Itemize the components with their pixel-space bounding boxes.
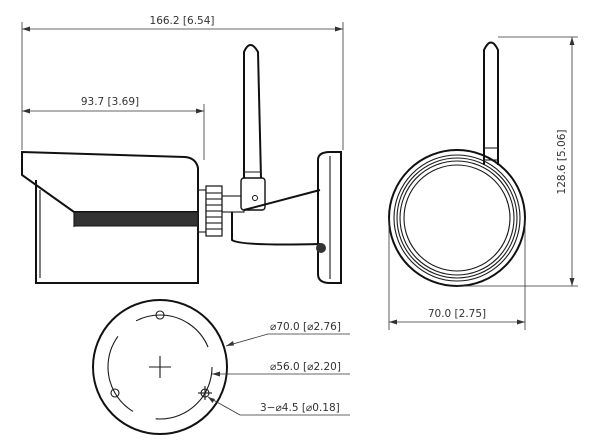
mount-hole	[110, 388, 120, 398]
hole-circle-diameter-callout: ⌀56.0 [⌀2.20]	[212, 361, 350, 377]
side-view: 166.2 [6.54] 93.7 [3.69]	[21, 15, 344, 284]
overall-length-label: 166.2 [6.54]	[150, 15, 215, 27]
bracket-arm	[231, 189, 321, 246]
front-view: 128.6 [5.06] 70.0 [2.75]	[388, 36, 578, 330]
mount-holes-callout: 3−⌀4.5 [⌀0.18]	[207, 396, 350, 416]
lens-ring	[403, 164, 511, 272]
housing-outer-ring	[388, 149, 526, 287]
height-dimension: 128.6 [5.06]	[457, 36, 578, 287]
threaded-connector	[197, 185, 245, 237]
mount-hole	[155, 310, 165, 320]
mount-outer-circle	[92, 299, 228, 435]
wall-mount-plate	[316, 151, 342, 284]
mount-holes-label: 3−⌀4.5 [⌀0.18]	[260, 402, 340, 414]
mount-hole-circle-diameter-label: ⌀56.0 [⌀2.20]	[270, 361, 341, 373]
sunshield	[21, 150, 199, 213]
overall-length-dimension: 166.2 [6.54]	[21, 15, 344, 150]
mount-outer-diameter-callout: ⌀70.0 [⌀2.76]	[225, 321, 350, 347]
camera-body	[35, 180, 199, 284]
antenna-side	[240, 44, 266, 211]
width-dimension: 70.0 [2.75]	[388, 218, 526, 330]
body-length-dimension: 93.7 [3.69]	[22, 96, 205, 160]
body-length-label: 93.7 [3.69]	[81, 96, 139, 108]
antenna-front	[483, 41, 499, 165]
mount-base-view: ⌀70.0 [⌀2.76] ⌀56.0 [⌀2.20] 3−⌀4.5 [⌀0.1…	[92, 299, 350, 435]
mount-outer-diameter-label: ⌀70.0 [⌀2.76]	[270, 321, 341, 333]
width-label: 70.0 [2.75]	[428, 308, 486, 320]
hole-circle	[107, 314, 213, 420]
height-label: 128.6 [5.06]	[556, 130, 568, 195]
